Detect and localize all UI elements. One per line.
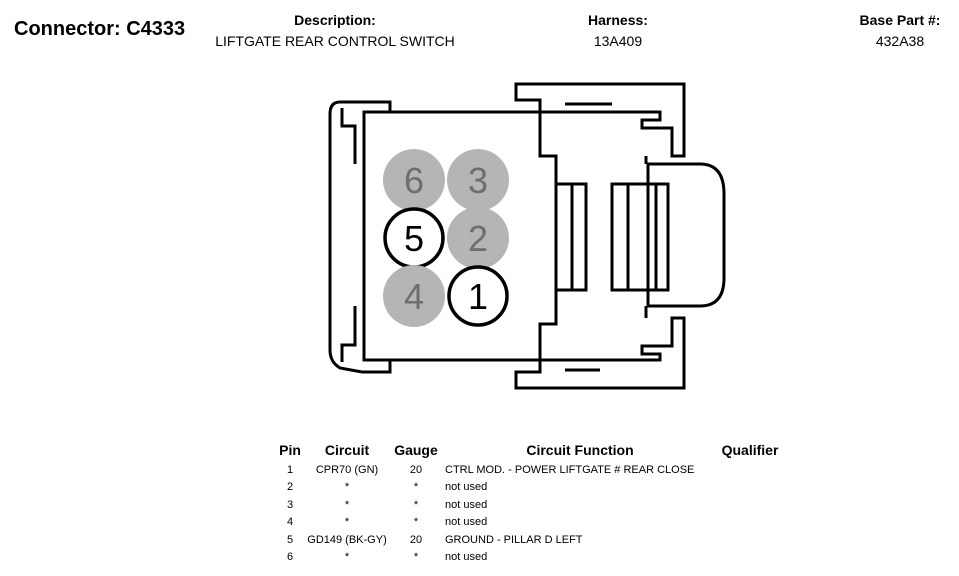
cell-circuit: CPR70 (GN) <box>315 463 379 476</box>
right-housing-bottom <box>514 316 686 390</box>
pin-cavity-4: 4 <box>383 265 445 327</box>
left-latch-top-tab <box>362 100 392 112</box>
connector-face-body <box>362 110 558 362</box>
col-header-circuit: Circuit <box>324 442 370 458</box>
table-row: 4 * * not used <box>273 514 785 532</box>
pinout-table-header: Pin Circuit Gauge Circuit Function Quali… <box>273 442 785 461</box>
cell-gauge: * <box>413 516 419 529</box>
cell-circuit-function: GROUND - PILLAR D LEFT <box>445 533 583 546</box>
left-latch-shell <box>328 100 363 374</box>
pin-cavity-5: 5 <box>383 207 445 269</box>
col-header-qualifier: Qualifier <box>721 442 779 458</box>
cell-circuit-function: not used <box>445 481 488 494</box>
table-row: 2 * * not used <box>273 479 785 497</box>
pin-number-label: 6 <box>404 160 424 201</box>
cell-circuit: * <box>344 498 350 511</box>
col-header-circuit-function: Circuit Function <box>526 442 634 458</box>
pin-cavity-2: 2 <box>447 207 509 269</box>
pin-number-label: 4 <box>404 276 424 317</box>
left-latch-lower-rib <box>340 306 357 362</box>
base-part-block: Base Part #: 432A38 <box>845 12 955 49</box>
cell-qualifier <box>715 514 785 532</box>
table-row: 6 * * not used <box>273 549 785 567</box>
lock-tab-outer <box>646 162 726 308</box>
pin-number-label: 2 <box>468 218 488 259</box>
pin-number-label: 5 <box>404 218 424 259</box>
cell-qualifier <box>715 479 785 497</box>
cell-pin: 6 <box>286 551 294 564</box>
pin-cavity-3: 3 <box>447 149 509 211</box>
cell-circuit-function: not used <box>445 551 488 564</box>
left-latch-bottom-tab <box>362 360 392 374</box>
table-row: 5 GD149 (BK-GY) 20 GROUND - PILLAR D LEF… <box>273 531 785 549</box>
cell-gauge: 20 <box>409 533 423 546</box>
cell-circuit: * <box>344 516 350 529</box>
base-part-label: Base Part #: <box>859 12 941 28</box>
description-label: Description: <box>294 12 376 28</box>
cell-pin: 3 <box>286 498 294 511</box>
pin-cavity-1: 1 <box>447 265 509 327</box>
cell-gauge: * <box>413 481 419 494</box>
cell-circuit-function: not used <box>445 516 488 529</box>
cell-circuit-function: not used <box>445 498 488 511</box>
cell-qualifier <box>715 531 785 549</box>
col-header-pin: Pin <box>279 442 301 458</box>
pin-circle <box>383 149 445 211</box>
cell-circuit: * <box>344 481 350 494</box>
pin-number-label: 3 <box>468 160 488 201</box>
cell-circuit: * <box>344 551 350 564</box>
cell-gauge: * <box>413 498 419 511</box>
table-row: 3 * * not used <box>273 496 785 514</box>
cell-circuit: GD149 (BK-GY) <box>307 533 387 546</box>
harness-block: Harness: 13A409 <box>558 12 678 49</box>
description-block: Description: LIFTGATE REAR CONTROL SWITC… <box>195 12 475 49</box>
right-housing-top <box>514 82 686 158</box>
connector-face-diagram: 6 3 5 2 4 1 <box>328 82 726 390</box>
cell-pin: 5 <box>286 533 294 546</box>
pinout-table: Pin Circuit Gauge Circuit Function Quali… <box>273 442 785 566</box>
harness-label: Harness: <box>588 12 648 28</box>
cell-gauge: 20 <box>409 463 423 476</box>
table-row: 1 CPR70 (GN) 20 CTRL MOD. - POWER LIFTGA… <box>273 461 785 479</box>
lock-tab-inner <box>610 182 670 292</box>
left-latch-upper-rib <box>340 108 357 164</box>
base-part-value: 432A38 <box>875 33 925 49</box>
cell-qualifier <box>715 549 785 567</box>
pin-cavities: 6 3 5 2 4 1 <box>383 149 509 327</box>
connector-title: Connector: C4333 <box>14 18 186 40</box>
pin-number-label: 1 <box>468 276 488 317</box>
cell-qualifier <box>715 461 785 479</box>
pin-circle <box>447 265 509 327</box>
cell-qualifier <box>715 496 785 514</box>
cell-pin: 2 <box>286 481 294 494</box>
connector-housing <box>328 82 726 390</box>
cell-gauge: * <box>413 551 419 564</box>
description-value: LIFTGATE REAR CONTROL SWITCH <box>215 33 455 49</box>
cell-circuit-function: CTRL MOD. - POWER LIFTGATE # REAR CLOSE <box>445 463 695 476</box>
col-header-gauge: Gauge <box>394 442 438 458</box>
pin-circle <box>383 265 445 327</box>
pin-circle <box>447 149 509 211</box>
pin-cavity-6: 6 <box>383 149 445 211</box>
harness-value: 13A409 <box>593 33 643 49</box>
cell-pin: 4 <box>286 516 294 529</box>
pin-circle <box>447 207 509 269</box>
cell-pin: 1 <box>286 463 294 476</box>
